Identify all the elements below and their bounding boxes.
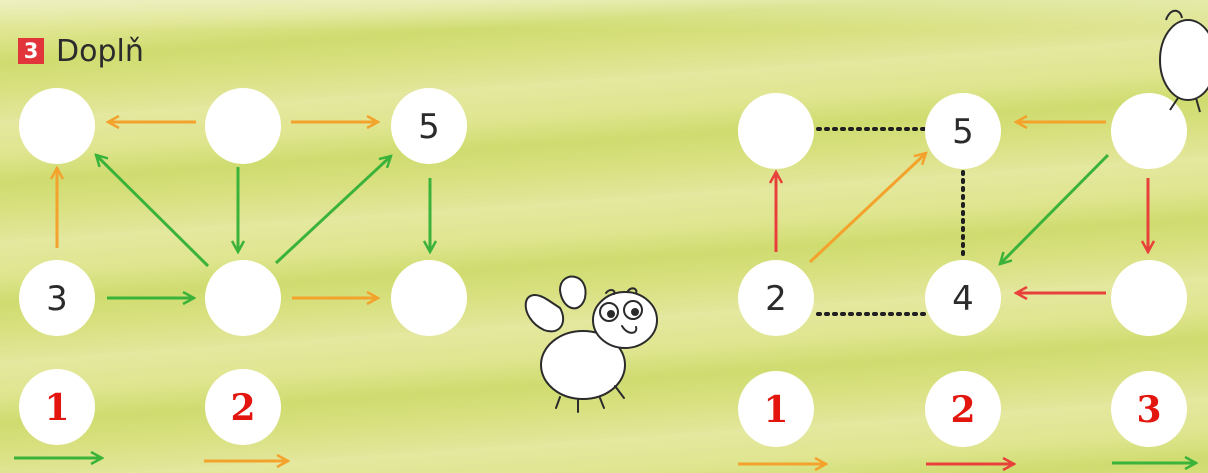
legend-item-left-2: 2: [204, 369, 288, 461]
node-l[interactable]: [1111, 260, 1187, 336]
node-b[interactable]: [205, 88, 281, 164]
svg-text:5: 5: [418, 107, 440, 147]
svg-text:2: 2: [230, 387, 255, 429]
fly-illustration: [524, 275, 658, 413]
node-a[interactable]: [19, 88, 95, 164]
node-e[interactable]: [205, 260, 281, 336]
svg-text:1: 1: [763, 389, 788, 431]
legend-item-left-1: 1: [14, 369, 102, 458]
svg-text:2: 2: [950, 389, 975, 431]
node-j: 2: [738, 260, 814, 336]
exercise-heading: 3 Doplň: [18, 33, 144, 69]
node-c: 5: [391, 88, 467, 164]
corner-creature-illustration: [1159, 9, 1208, 113]
svg-text:3: 3: [1136, 389, 1161, 431]
legend-item-right-2: 2: [925, 371, 1014, 464]
node-g[interactable]: [738, 93, 814, 169]
arrow-green-i-to-k: [1000, 153, 1110, 264]
svg-text:2: 2: [765, 279, 787, 319]
legend-item-right-1: 1: [738, 371, 826, 464]
node-f[interactable]: [391, 260, 467, 336]
legend-item-right-3: 3: [1111, 371, 1196, 463]
arrow-green-e-to-c: [274, 156, 391, 265]
node-k: 4: [925, 260, 1001, 336]
exercise-number-badge: 3: [18, 38, 44, 64]
exercise-title: Doplň: [56, 33, 144, 69]
svg-text:1: 1: [44, 387, 69, 429]
svg-text:5: 5: [952, 112, 974, 152]
svg-text:3: 3: [46, 279, 68, 319]
arrow-orange-j-to-h: [808, 153, 926, 264]
node-d: 3: [19, 260, 95, 336]
arrow-green-e-to-a: [96, 155, 210, 268]
node-h: 5: [925, 93, 1001, 169]
svg-text:4: 4: [952, 279, 974, 319]
node-i[interactable]: [1111, 93, 1187, 169]
